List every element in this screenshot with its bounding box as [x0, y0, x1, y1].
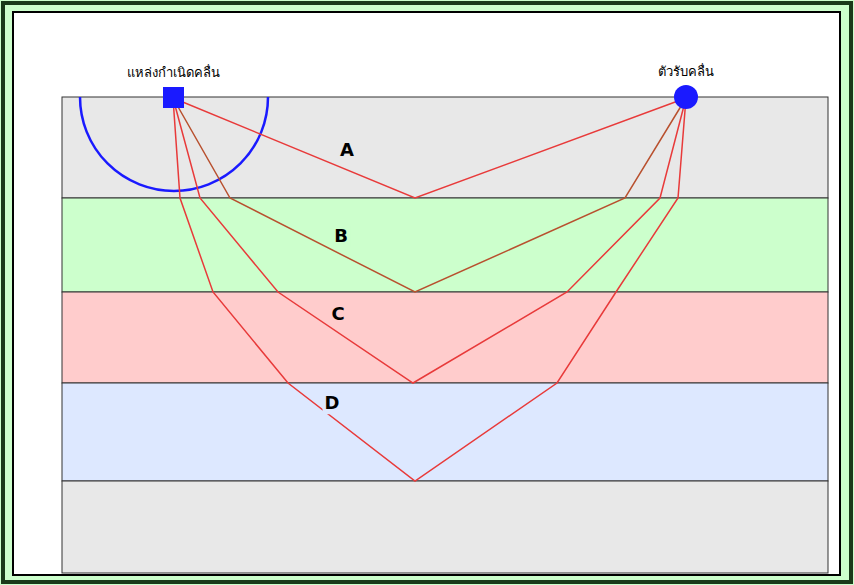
layer-pink: [62, 292, 828, 383]
layer-label: A: [338, 139, 356, 161]
ray-path: [173, 98, 686, 383]
ray-path: [173, 98, 686, 198]
layer-label: C: [329, 303, 346, 325]
ray-path: [173, 98, 686, 481]
layer-blue: [62, 383, 828, 481]
ray-path: [173, 98, 686, 292]
outer-border: [3, 3, 851, 582]
wave-source: [163, 87, 184, 108]
source-label: แหล่งกำเนิดคลื่น: [125, 65, 222, 81]
inner-panel: [13, 12, 840, 575]
receiver-label: ตัวรับคลื่น: [656, 64, 716, 80]
wave-receiver: [674, 85, 698, 109]
layer-label: B: [332, 225, 350, 247]
layer-bottom: [62, 481, 828, 573]
layer-label: D: [323, 392, 342, 414]
